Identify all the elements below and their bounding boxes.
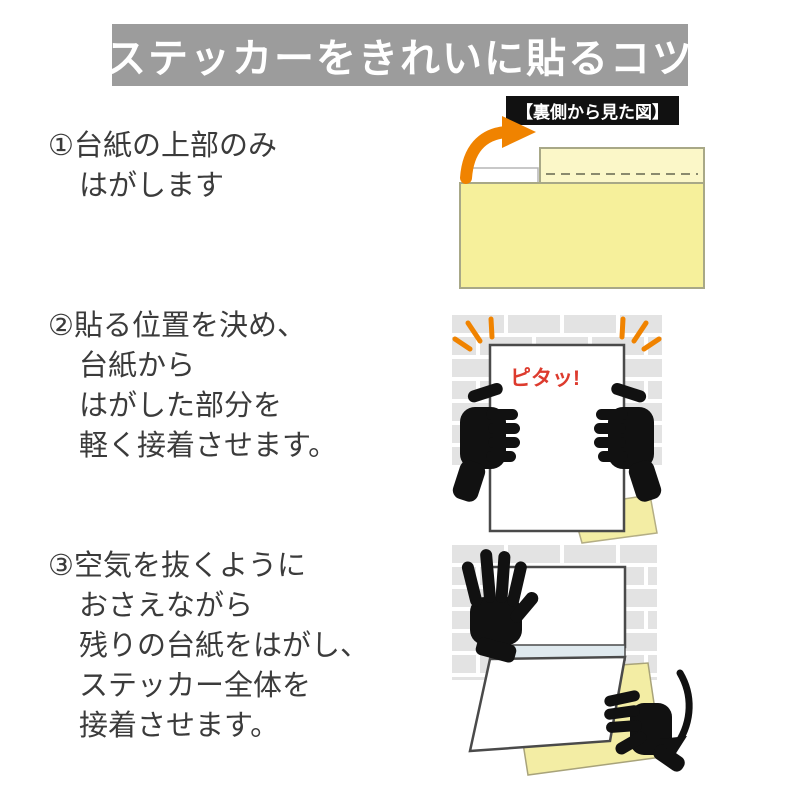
step-3-line: おさえながら (79, 590, 254, 622)
pressing-hand-icon (461, 549, 539, 663)
step-2-illustration: ピタッ! (452, 315, 662, 544)
sticker-sheet-back (459, 182, 705, 289)
pita-annotation: ピタッ! (510, 367, 580, 390)
peeling-hand-icon (604, 690, 685, 772)
step-1-illustration (459, 116, 705, 289)
step-3-line: 接着させます。 (79, 710, 280, 742)
emphasis-marks-right (619, 316, 662, 352)
step-2-line: ②貼る位置を決め、 (48, 310, 306, 342)
step-2-line: 台紙から (79, 350, 196, 382)
step-2-text: ②貼る位置を決め、 台紙から はがした部分を 軽く接着させます。 (48, 306, 337, 466)
step-1-line: はがします (79, 170, 225, 202)
peel-direction-arrow-icon (660, 669, 693, 758)
step-1-line: ①台紙の上部のみ (48, 130, 277, 162)
step-3-line: 残りの台紙をはがし、 (79, 630, 370, 662)
step-2-line: 軽く接着させます。 (79, 430, 338, 462)
sticker-hanging (468, 655, 627, 753)
step-3-illustration (452, 545, 693, 776)
step-3-line: ステッカー全体を (79, 670, 312, 702)
step-3-text: ③空気を抜くように おさえながら 残りの台紙をはがし、 ステッカー全体を 接着さ… (48, 546, 369, 746)
step-3-line: ③空気を抜くように (48, 550, 306, 582)
peeled-top-flap (539, 147, 705, 184)
emphasis-marks-left (452, 316, 495, 352)
peel-arrow-icon (460, 116, 536, 184)
step-1-text: ①台紙の上部のみ はがします (48, 126, 277, 206)
peeled-backing-strip (467, 167, 539, 184)
page-title: ステッカーをきれいに貼るコツ (106, 24, 692, 86)
back-view-label: 【裏側から見た図】 (506, 96, 679, 125)
step-2-line: はがした部分を (79, 390, 283, 422)
